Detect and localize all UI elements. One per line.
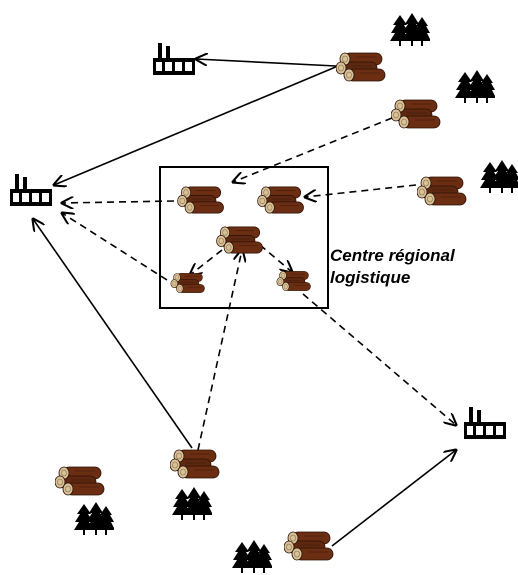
pine-trees-icon bbox=[390, 13, 430, 46]
pine-trees-icon bbox=[480, 160, 518, 193]
flow-solid-forest1-to-factory-top bbox=[196, 59, 337, 67]
flow-solid-forest-bottom-to-factory-left bbox=[33, 219, 193, 449]
hub-label-line2: logistique bbox=[330, 268, 411, 287]
flow-dashed-hub-to-factory-right bbox=[302, 293, 456, 425]
log-pile-icon bbox=[216, 226, 263, 254]
log-pile-icon bbox=[336, 52, 386, 82]
log-pile-icon bbox=[276, 271, 311, 291]
log-pile-icon bbox=[391, 99, 441, 129]
factory-icon bbox=[153, 43, 195, 75]
log-pile-icon bbox=[177, 186, 224, 214]
flow-dashed-forest-bottom-to-hub bbox=[197, 250, 242, 451]
pine-trees-icon bbox=[232, 540, 272, 573]
flow-dashed-hub-to-factory-left-bottom bbox=[62, 213, 168, 281]
flow-dashed-hub-to-factory-left-top bbox=[62, 201, 175, 203]
log-pile-icon bbox=[170, 449, 220, 479]
factory-icon bbox=[464, 407, 506, 439]
hub-label: Centre régional logistique bbox=[330, 245, 510, 289]
flow-dashed-hub-center-to-hub-right bbox=[259, 244, 292, 272]
log-pile-icon bbox=[257, 186, 304, 214]
hub-label-line1: Centre régional bbox=[330, 246, 455, 265]
pine-trees-icon bbox=[455, 70, 495, 103]
log-pile-icon bbox=[55, 466, 105, 496]
pine-trees-icon bbox=[74, 502, 114, 535]
regional-hub-box bbox=[159, 166, 329, 309]
log-pile-icon bbox=[284, 531, 334, 561]
flow-dashed-hub-center-to-hub-left bbox=[190, 249, 223, 275]
log-pile-icon bbox=[417, 176, 467, 206]
pine-trees-icon bbox=[172, 487, 212, 520]
log-pile-icon bbox=[170, 273, 205, 293]
flow-dashed-forest2-to-hub bbox=[233, 117, 393, 182]
flow-solid-forest-bottom-right-to-factory-right bbox=[331, 450, 456, 547]
flow-solid-forest1-to-factory-left bbox=[54, 65, 339, 185]
factory-icon bbox=[10, 174, 52, 206]
flow-dashed-forest3-to-hub bbox=[305, 184, 417, 197]
